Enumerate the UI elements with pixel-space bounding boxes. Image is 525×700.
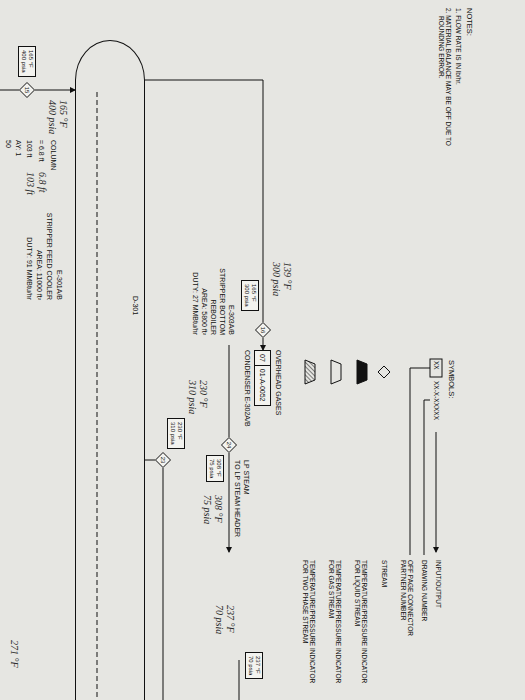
- note-text: 2. MATERIAL BALANCE MAY BE OFF DUE TO RO…: [437, 8, 452, 166]
- stream-diamond: 24: [221, 437, 237, 453]
- column-data: 50: [4, 140, 12, 148]
- temperature-flag: 165 °F400 psia: [18, 46, 36, 77]
- handwritten-note: 165 °F 400 psia: [47, 100, 69, 138]
- node-text: 230 °F: [176, 422, 183, 445]
- node-text: 23: [155, 452, 171, 468]
- node-text: 07: [255, 351, 270, 366]
- equipment-tag: E-303A/B: [227, 235, 235, 335]
- equipment-area: AREA: 11000 ft²: [35, 200, 43, 300]
- node-text: 310 psia: [169, 422, 176, 445]
- stream-destination: CONDENSER E-302A/B: [243, 350, 251, 427]
- node-text: 400 psia: [20, 50, 27, 73]
- node-text: 300 psia: [243, 284, 250, 307]
- node-text: 75 psia: [208, 459, 215, 478]
- legend-text: INPUT/OUTPUT: [435, 560, 442, 692]
- handwritten-note: 271 °F: [9, 640, 20, 668]
- handwritten-note: 103 ft: [25, 172, 36, 195]
- column-data: = 6.8 ft: [37, 140, 45, 162]
- temperature-flag: 230 °F310 psia: [167, 418, 185, 449]
- equipment-area: AREA: 5800 ft²: [200, 235, 208, 335]
- legend-text: OFF PAGE CONNECTOR PARTNER NUMBER: [399, 560, 414, 655]
- equipment-name: STRIPPER BOTTOM: [218, 235, 226, 335]
- node-text: 308 °F: [215, 459, 222, 478]
- node-text: 15: [19, 82, 35, 98]
- legend-diamond-sample: [378, 366, 390, 378]
- legend-text: TEMPERATURE/PRESSURE INDICATOR FOR LIQUI…: [353, 560, 368, 692]
- node-text: 24: [221, 437, 237, 453]
- process-line: [145, 460, 155, 461]
- legend-arrow: [436, 432, 437, 552]
- stream-diamond: 23: [155, 452, 171, 468]
- equipment-tag: E-301A/B: [55, 200, 63, 300]
- equipment-duty: DUTY: 91 MMBtu/hr: [25, 200, 33, 300]
- equipment-name: REBOILER: [209, 235, 217, 335]
- steam-line: [229, 345, 230, 437]
- handwritten-note: 6.8 ft: [37, 172, 48, 193]
- stream-diamond: 16: [255, 322, 271, 338]
- steam-line: [229, 453, 230, 552]
- handwritten-note: 139 °F 300 psia: [271, 262, 293, 300]
- stream-diamond: 15: [19, 82, 35, 98]
- legend-text: DRAWING NUMBER: [421, 560, 428, 692]
- handwritten-note: 230 °F 310 psia: [187, 380, 209, 418]
- gas-indicator-sample: [331, 360, 341, 384]
- symbol-sample-text: XX: [433, 361, 440, 370]
- column-data: AY: 1: [14, 140, 22, 156]
- node-text: 165 °F: [27, 50, 34, 73]
- note-text: 1. FLOW RATE IS IN lb/hr.: [455, 8, 462, 85]
- node-text: 70 psia: [247, 656, 254, 675]
- handwritten-note: 308 °F 75 psia: [202, 495, 224, 533]
- temperature-flag: 308 °F75 psia: [206, 455, 224, 482]
- notes-heading: NOTES:: [464, 8, 473, 36]
- legend-text: STREAM: [381, 560, 388, 692]
- column-data: 103 ft: [25, 140, 33, 158]
- node-text: 237 °F: [254, 656, 261, 675]
- stream-destination: OVERHEAD GASES: [274, 350, 282, 415]
- node-text: 01-A-0052: [255, 366, 270, 405]
- symbol-sample-text: XX-X-XXXXX: [433, 381, 440, 420]
- temperature-flag: 165 °F300 psia: [241, 280, 259, 311]
- liquid-indicator-sample: [357, 360, 367, 384]
- symbols-heading: SYMBOLS:: [446, 360, 455, 398]
- process-line: [35, 90, 75, 91]
- column-vessel: D-301: [75, 40, 145, 700]
- stream-line: [239, 660, 240, 700]
- stream-destination: TO LP STEAM HEADER: [233, 460, 241, 537]
- feed-line: [0, 90, 19, 91]
- tray-line: [97, 92, 98, 700]
- node-text: 16: [255, 322, 271, 338]
- node-text: 165 °F: [250, 284, 257, 307]
- legend-text: TEMPERATURE/PRESSURE INDICATOR FOR TWO P…: [301, 560, 316, 692]
- off-page-connector: 0701-A-0052: [254, 350, 271, 406]
- column-data: COLUMN: [49, 140, 57, 170]
- leader-line: [424, 400, 430, 555]
- process-line: [145, 80, 263, 322]
- legend-box-sample: [430, 359, 442, 377]
- two-phase-indicator-sample: [305, 360, 315, 384]
- legend-text: TEMPERATURE/PRESSURE INDICATOR FOR GAS S…: [327, 560, 342, 692]
- temperature-flag: 237 °F70 psia: [245, 652, 263, 679]
- process-line: [263, 338, 264, 350]
- node-text: D-301: [132, 296, 139, 315]
- bottoms-line: [163, 468, 164, 700]
- stream-destination: LP STEAM: [242, 460, 250, 495]
- equipment-duty: DUTY: 27 MMBtu/hr: [191, 235, 199, 335]
- handwritten-note: 237 °F 70 psia: [214, 605, 236, 643]
- leader-line: [410, 368, 430, 555]
- equipment-name: STRIPPER FEED COOLER: [45, 200, 53, 300]
